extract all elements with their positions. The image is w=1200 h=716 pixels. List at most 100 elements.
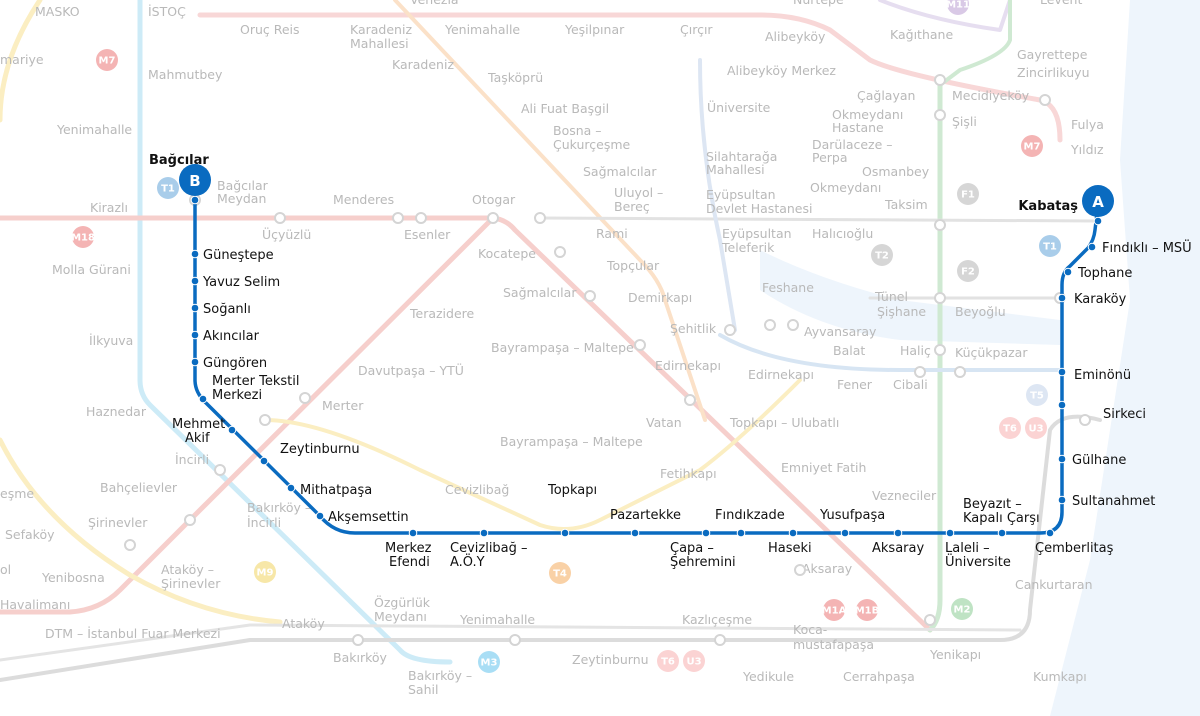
background-station-dot[interactable] — [634, 339, 646, 351]
background-station-dot[interactable] — [259, 414, 271, 426]
station-label[interactable]: Mahallesi — [350, 36, 409, 51]
route-station-label[interactable]: Güngören — [203, 356, 267, 371]
station-label[interactable]: Karadeniz — [350, 22, 412, 37]
route-station-dot[interactable] — [1057, 293, 1067, 303]
station-label[interactable]: Meydanı — [374, 609, 427, 624]
background-station-dot[interactable] — [764, 319, 776, 331]
background-station-dot[interactable] — [724, 324, 736, 336]
station-label[interactable]: Nurtepe — [793, 0, 844, 7]
station-label[interactable]: Yenimahalle — [56, 122, 132, 137]
route-station-label[interactable]: Yusufpaşa — [819, 508, 885, 523]
station-label[interactable]: Terazidere — [409, 306, 475, 321]
route-station-label[interactable]: Yavuz Selim — [202, 275, 280, 290]
route-station-label[interactable]: Pazartekke — [610, 508, 681, 523]
route-station-dot[interactable] — [190, 276, 200, 286]
station-label[interactable]: Beyoğlu — [955, 304, 1006, 319]
route-station-dot[interactable] — [736, 528, 746, 538]
background-station-dot[interactable] — [924, 614, 936, 626]
route-station-dot[interactable] — [190, 303, 200, 313]
line-badge[interactable]: T1 — [1039, 235, 1061, 257]
station-label[interactable]: Yenimahalle — [459, 612, 535, 627]
station-label[interactable]: Taksim — [884, 197, 928, 212]
station-label[interactable]: Balat — [833, 343, 865, 358]
route-station-label[interactable]: Beyazıt – — [963, 497, 1022, 512]
station-label[interactable]: Cibali — [893, 377, 928, 392]
station-label[interactable]: Şirinevler — [161, 576, 221, 591]
station-label[interactable]: Emniyet Fatih — [781, 460, 866, 475]
station-label[interactable]: Halıcıoğlu — [812, 226, 873, 241]
station-label[interactable]: Otogar — [472, 192, 516, 207]
route-station-dot[interactable] — [945, 528, 955, 538]
route-station-dot[interactable] — [227, 425, 237, 435]
background-station-dot[interactable] — [392, 212, 404, 224]
background-station-dot[interactable] — [1079, 414, 1091, 426]
route-station-dot[interactable] — [1057, 495, 1067, 505]
route-station-dot[interactable] — [1045, 528, 1055, 538]
route-station-label[interactable]: Cevizlibağ – — [450, 541, 528, 556]
station-label[interactable]: Topçular — [606, 258, 660, 273]
route-station-label[interactable]: Soğanlı — [203, 302, 251, 317]
station-label[interactable]: Osmanbey — [862, 164, 930, 179]
station-label[interactable]: mariye — [0, 52, 44, 67]
background-station-dot[interactable] — [714, 634, 726, 646]
station-label[interactable]: Kazlıçeşme — [682, 612, 752, 627]
end-marker[interactable]: A — [1082, 185, 1114, 217]
station-label[interactable]: Ali Fuat Başgil — [521, 101, 609, 116]
station-label[interactable]: Merter — [322, 398, 364, 413]
route-station-label[interactable]: Eminönü — [1074, 368, 1131, 383]
route-station-label[interactable]: Kapalı Çarşı — [963, 511, 1040, 526]
background-station-dot[interactable] — [274, 212, 286, 224]
station-label[interactable]: Teleferik — [721, 240, 775, 255]
station-label[interactable]: Sağmalcılar — [503, 285, 577, 300]
background-station-dot[interactable] — [1039, 94, 1051, 106]
station-label[interactable]: Ayvansaray — [804, 324, 877, 339]
route-station-dot[interactable] — [190, 330, 200, 340]
background-station-dot[interactable] — [554, 246, 566, 258]
background-station-dot[interactable] — [934, 109, 946, 121]
route-station-dot[interactable] — [630, 528, 640, 538]
background-station-dot[interactable] — [954, 366, 966, 378]
route-station-dot[interactable] — [190, 249, 200, 259]
background-station-dot[interactable] — [934, 219, 946, 231]
station-label[interactable]: Özgürlük — [374, 594, 431, 610]
station-label[interactable]: Sahil — [408, 682, 438, 697]
station-label[interactable]: Edirnekapı — [655, 358, 721, 373]
station-label[interactable]: Tünel — [874, 289, 908, 304]
route-station-dot[interactable] — [788, 528, 798, 538]
station-label[interactable]: Aksaray — [802, 561, 853, 576]
station-label[interactable]: Mahallesi — [706, 162, 765, 177]
route-station-label[interactable]: Merter Tekstil — [212, 374, 299, 389]
line-badge[interactable]: T4 — [549, 562, 571, 584]
route-station-dot[interactable] — [1063, 267, 1073, 277]
line-badge[interactable]: T5 — [1026, 384, 1048, 406]
station-label[interactable]: Cerrahpaşa — [843, 669, 915, 684]
station-label[interactable]: Şehitlik — [670, 321, 717, 336]
route-station-label[interactable]: Akşemsettin — [328, 510, 409, 525]
route-station-label[interactable]: Aksaray — [872, 541, 924, 556]
station-label[interactable]: Edirnekapı — [748, 367, 814, 382]
route-station-label[interactable]: Zeytinburnu — [280, 442, 360, 457]
station-label[interactable]: Koca- — [793, 622, 827, 637]
line-badge[interactable]: M1B — [855, 599, 880, 621]
background-station-dot[interactable] — [934, 344, 946, 356]
station-label[interactable]: Sağmalcılar — [583, 164, 657, 179]
station-label[interactable]: Bakırköy – — [408, 668, 472, 683]
route-station-dot[interactable] — [1057, 400, 1067, 410]
background-station-dot[interactable] — [787, 319, 799, 331]
station-label[interactable]: Eyüpsultan — [706, 187, 776, 202]
station-label[interactable]: Fener — [837, 377, 873, 392]
route-station-dot[interactable] — [1057, 454, 1067, 464]
route-station-label[interactable]: Fındıklı – MSÜ — [1102, 239, 1192, 256]
station-label[interactable]: Rami — [596, 226, 628, 241]
route-station-dot[interactable] — [997, 528, 1007, 538]
station-label[interactable]: DTM – İstanbul Fuar Merkezi — [45, 626, 221, 641]
station-label[interactable]: Fetihkapı — [660, 466, 717, 481]
station-label[interactable]: ol — [0, 562, 11, 577]
route-station-dot[interactable] — [479, 528, 489, 538]
route-station-label[interactable]: Tophane — [1077, 266, 1132, 281]
station-label[interactable]: MASKO — [35, 4, 80, 19]
station-label[interactable]: Bahçelievler — [100, 480, 178, 495]
station-label[interactable]: Yeşilpınar — [564, 22, 625, 37]
station-label[interactable]: İncirli — [247, 515, 281, 530]
station-label[interactable]: Bakırköy — [333, 650, 388, 665]
